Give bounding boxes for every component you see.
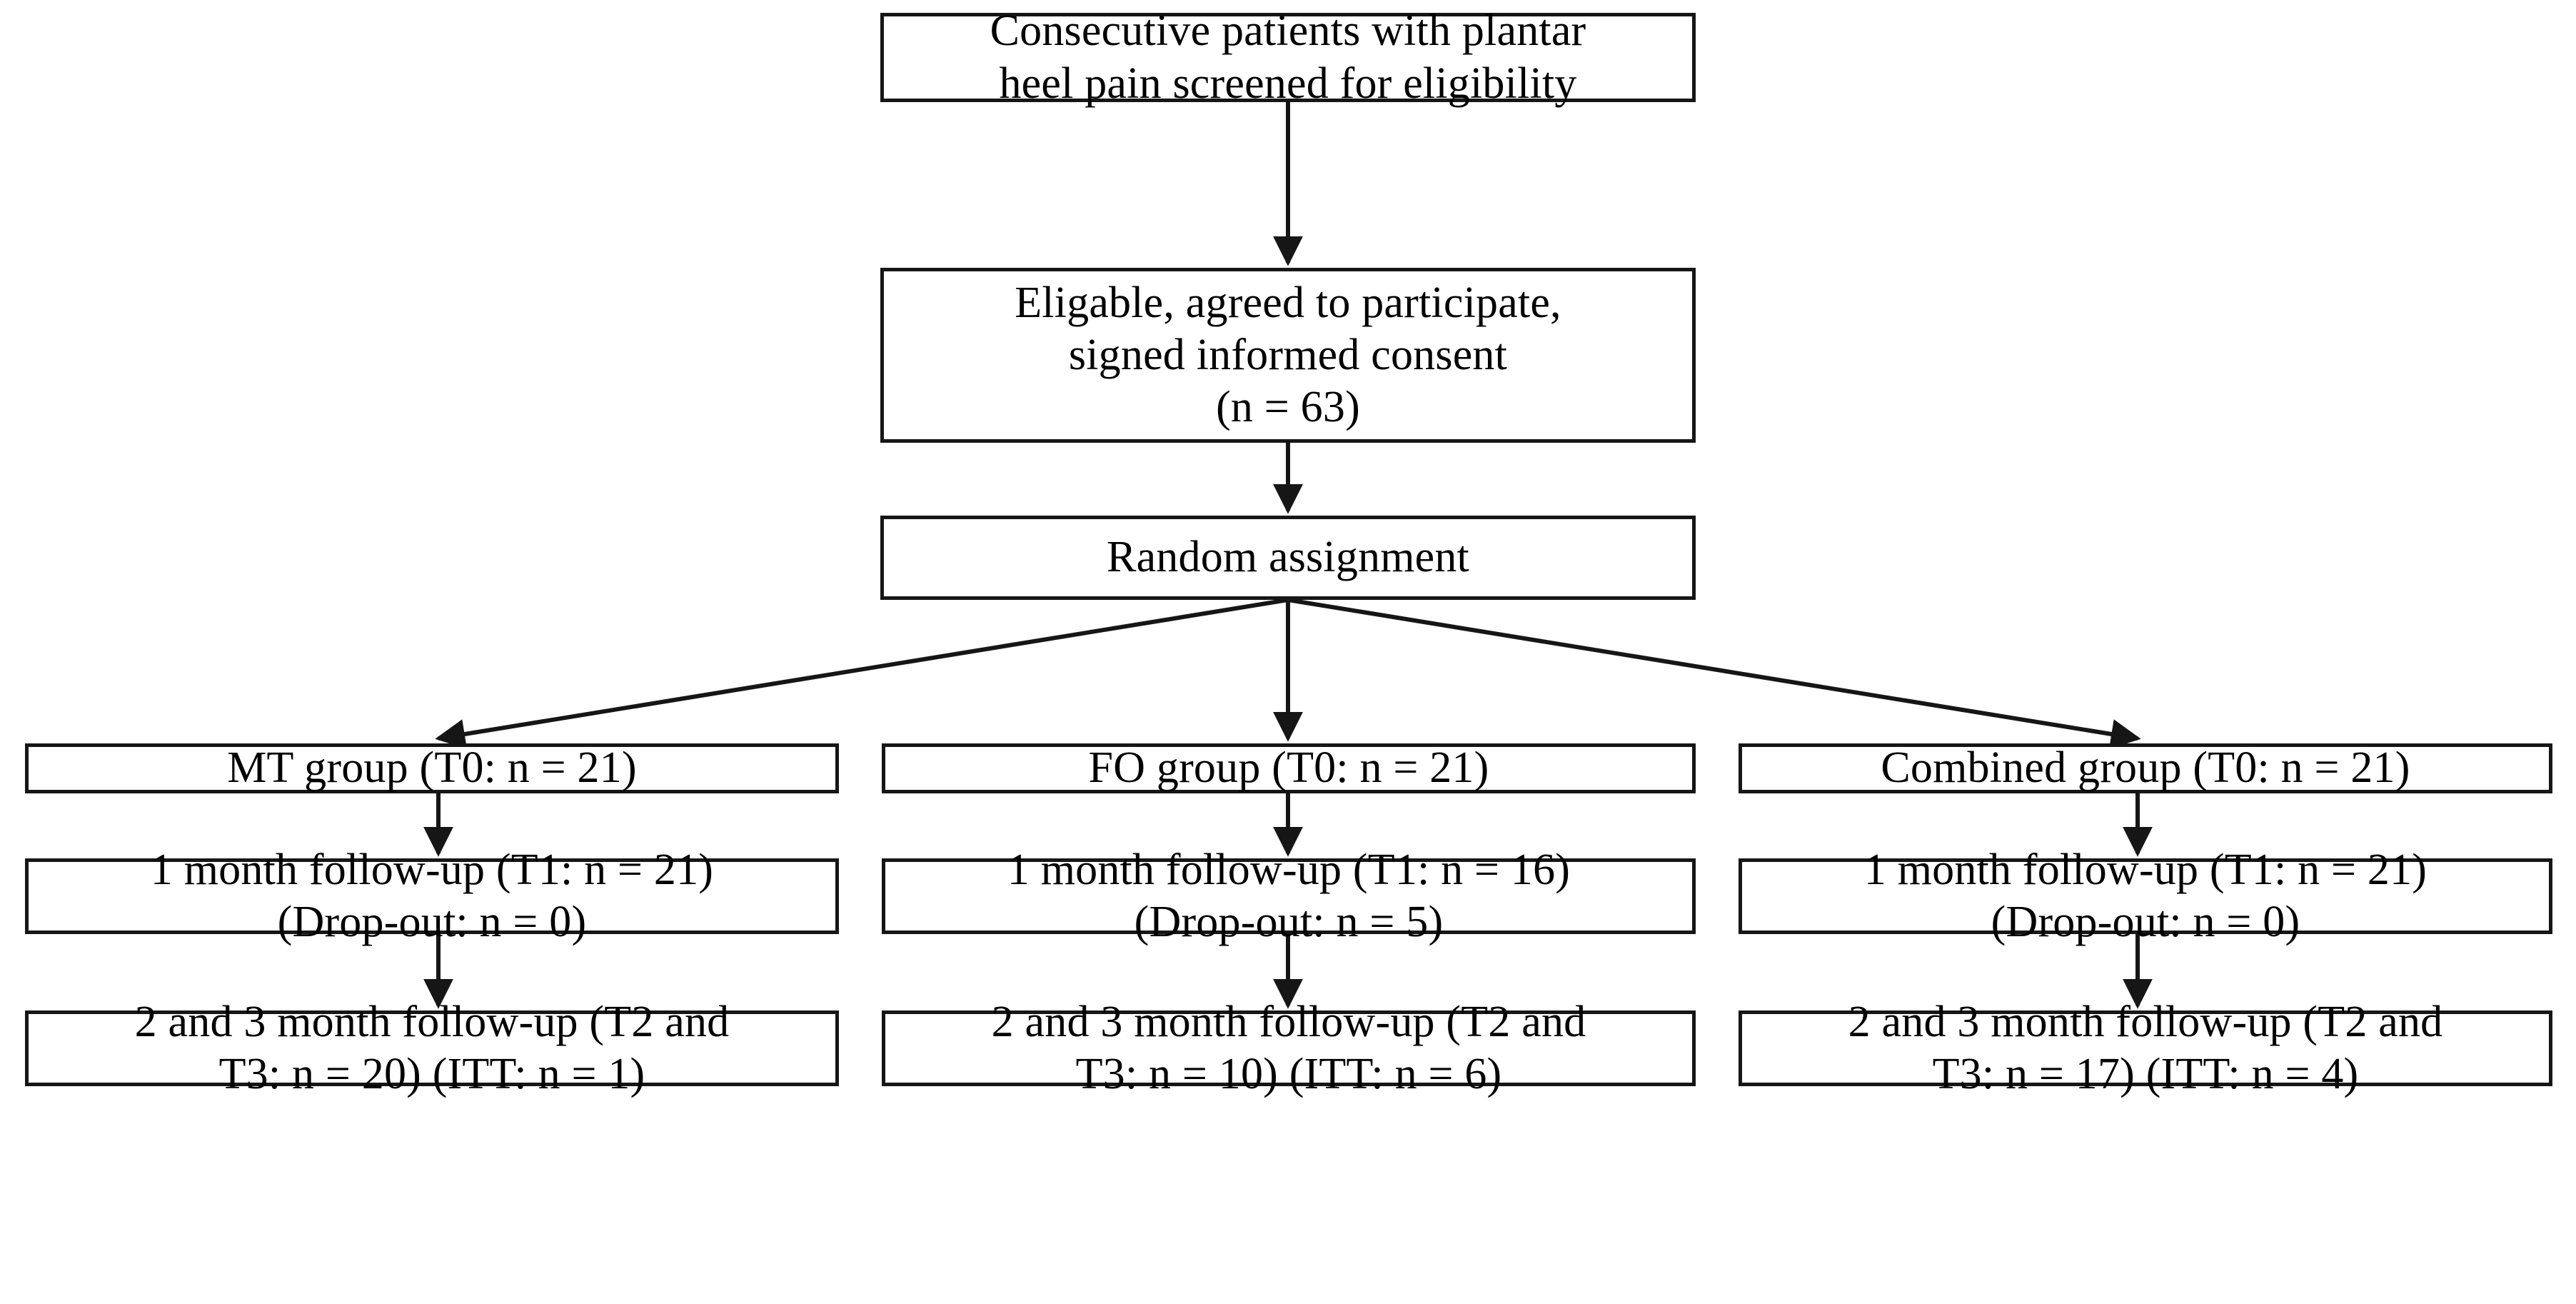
node-fo-group: FO group (T0: n = 21) bbox=[882, 743, 1696, 793]
connector-random-to-mt-group bbox=[435, 598, 1289, 749]
connector-random-to-combined-group bbox=[1287, 598, 2141, 749]
node-combined-two-three-month-followup: 2 and 3 month follow-up (T2 and T3: n = … bbox=[1739, 998, 2552, 1098]
node-mt-group: MT group (T0: n = 21) bbox=[25, 743, 839, 793]
node-mt-one-month-followup: 1 month follow-up (T1: n = 21) (Drop-out… bbox=[25, 846, 839, 946]
node-screened-for-eligibility: Consecutive patients with plantar heel p… bbox=[880, 6, 1696, 108]
node-fo-two-three-month-followup: 2 and 3 month follow-up (T2 and T3: n = … bbox=[882, 998, 1696, 1098]
node-combined-group: Combined group (T0: n = 21) bbox=[1739, 743, 2552, 793]
node-combined-one-month-followup: 1 month follow-up (T1: n = 21) (Drop-out… bbox=[1739, 846, 2552, 946]
node-eligible-consented: Eligable, agreed to participate, signed … bbox=[880, 268, 1696, 443]
node-mt-two-three-month-followup: 2 and 3 month follow-up (T2 and T3: n = … bbox=[25, 998, 839, 1098]
node-random-assignment: Random assignment bbox=[880, 516, 1696, 600]
node-fo-one-month-followup: 1 month follow-up (T1: n = 16) (Drop-out… bbox=[882, 846, 1696, 946]
